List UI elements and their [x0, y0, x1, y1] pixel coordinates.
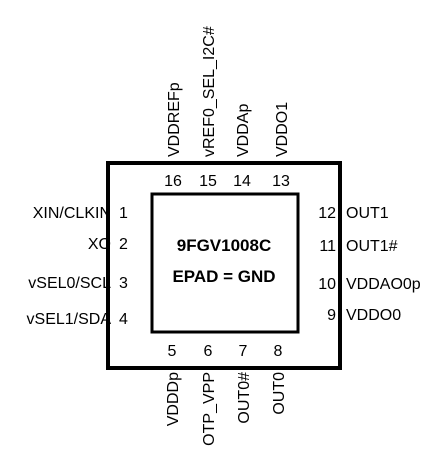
pin-label-top: VDDAp — [235, 104, 252, 157]
pins: XIN/CLKIN 1XO 2 vSEL0/SCL 3 vSEL1/SDA 4 9 VDDO0 1… — [27, 26, 421, 446]
pin-number-top: 13 — [272, 173, 290, 190]
pin-label-bottom: OTP_VPP — [201, 372, 218, 446]
pin-label-bottom: OUT0# — [236, 372, 253, 424]
pin-number-top: 14 — [233, 173, 251, 190]
pin-label-right: VDDAO0p — [346, 276, 421, 293]
pin-number-right: 11 — [319, 238, 336, 255]
part-number: 9FGV1008C — [177, 236, 272, 255]
pin-label-top: VDDO1 — [274, 102, 291, 157]
pin-label-bottom: OUT0 — [271, 372, 288, 415]
pin-number-right: 9 — [327, 307, 336, 324]
pin-number-right: 12 — [318, 205, 336, 222]
pin-number-left: 1 — [119, 205, 128, 222]
package-outline — [106, 161, 342, 370]
pin-number-top: 16 — [164, 173, 182, 190]
epad-label: EPAD = GND — [172, 267, 275, 286]
pin-label-left: vSEL1/SDA — [27, 311, 112, 328]
pin-number-bottom: 5 — [168, 343, 177, 360]
pin-label-right: OUT1# — [346, 238, 398, 255]
pin-label-bottom: VDDDp — [165, 372, 182, 426]
pin-number-bottom: 7 — [239, 343, 248, 360]
exposed-pad — [150, 192, 300, 334]
pin-label-left: XIN/CLKIN — [33, 205, 111, 222]
pin-number-top: 15 — [199, 173, 217, 190]
pin-label-top: vREF0_SEL_I2C# — [201, 26, 218, 157]
pin-number-left: 2 — [119, 236, 128, 253]
pin-number-left: 3 — [119, 275, 128, 292]
pin-number-bottom: 6 — [204, 343, 213, 360]
pin-label-left: vSEL0/SCL — [28, 275, 111, 292]
pin-label-right: OUT1 — [346, 205, 389, 222]
pin-label-top: VDDREFp — [166, 82, 183, 157]
pin-label-left: XO — [88, 236, 111, 253]
pin-number-bottom: 8 — [274, 343, 283, 360]
pin-number-right: 10 — [318, 276, 336, 293]
pin-number-left: 4 — [119, 311, 128, 328]
pin-label-right: VDDO0 — [346, 307, 401, 324]
